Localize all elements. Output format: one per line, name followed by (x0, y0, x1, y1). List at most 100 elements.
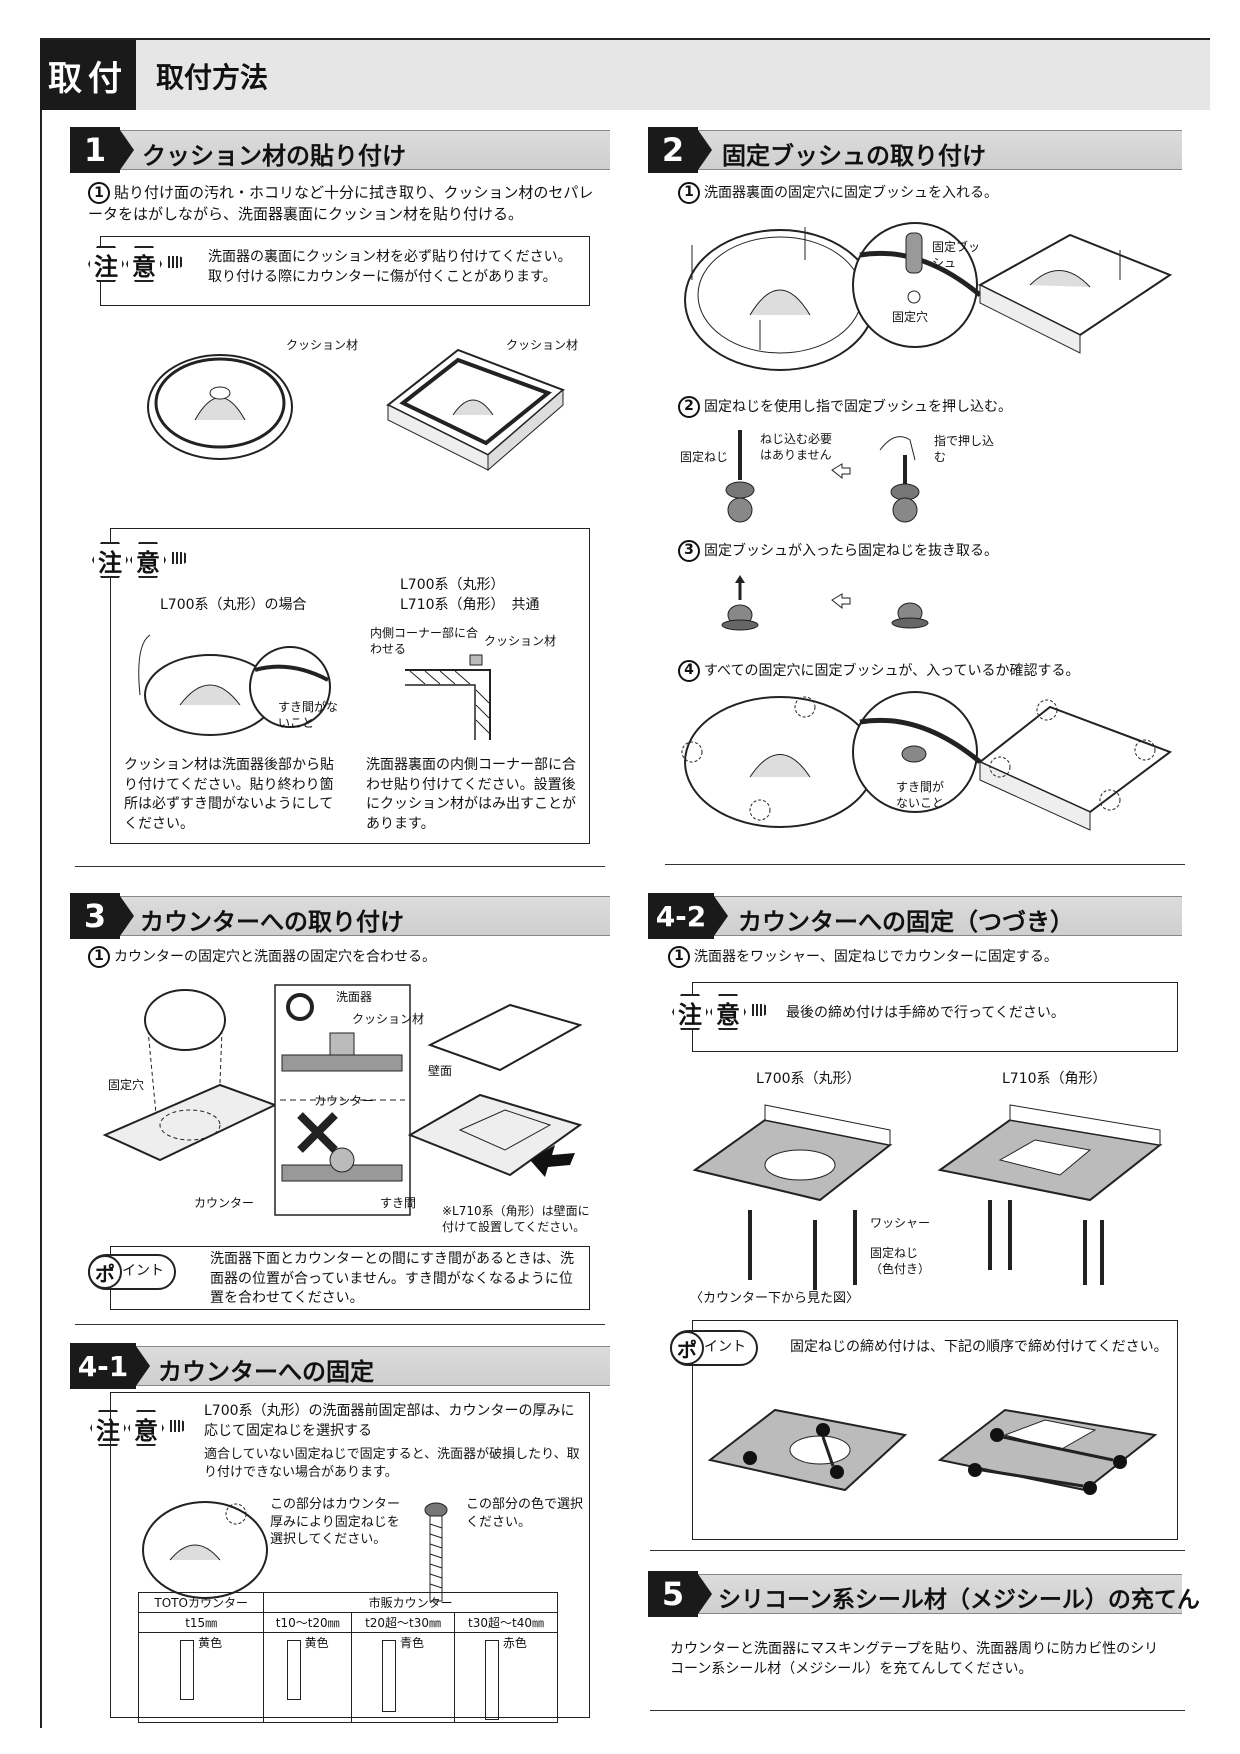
label-underside-view: 〈カウンター下から見た図〉 (690, 1291, 860, 1306)
table-cell-screw: 黄色 (137, 1632, 265, 1723)
s2-step-4-text: すべての固定穴に固定ブッシュが、入っているか確認する。 (704, 663, 1080, 679)
section-1-number: 1 (70, 127, 120, 173)
section-4-1-arrow-icon (136, 1346, 150, 1386)
step-number-icon: 2 (678, 396, 700, 418)
label-gap: すき間 (380, 1196, 417, 1210)
caution-badge: 注意 (88, 246, 162, 282)
caution-plug-icon (172, 552, 188, 564)
push-bush-illustration (725, 430, 920, 523)
section-2-arrow-icon (698, 130, 712, 170)
section-4-1-header (70, 1346, 610, 1386)
label-wall: 壁面 (428, 1064, 453, 1078)
bush-insert-illustration (684, 222, 1173, 371)
label-round-type: L700系（丸形） (756, 1071, 861, 1087)
table-col-t15: t15㎜ (137, 1612, 265, 1633)
s1-bottom-rule (75, 866, 605, 867)
caution-char: 意 (128, 1410, 164, 1446)
section-4-2-arrow-icon (714, 896, 728, 936)
bush-check-illustration (681, 691, 1173, 831)
section-5-number: 5 (648, 1571, 698, 1617)
s42-caution-box (692, 982, 1178, 1052)
label-cushion-a: クッション材 (286, 338, 359, 352)
caution-char: 注 (90, 1410, 126, 1446)
table-col-t30-40: t30超～t40㎜ (454, 1612, 558, 1633)
label-washer: ワッシャー (870, 1216, 931, 1230)
s42-point-text: 固定ねじの締め付けは、下記の順序で締め付けてください。 (790, 1339, 1168, 1355)
section-3-title: カウンターへの取り付け (140, 908, 404, 936)
label-push-with-finger: 指で押し込む (934, 434, 995, 464)
caution-badge: 注意 (90, 1410, 164, 1446)
table-header-toto: TOTOカウンター (137, 1592, 265, 1613)
s1-caution-text-1: 洗面器の裏面にクッション材を必ず貼り付けてください。取り付ける際にカウンターに傷… (208, 249, 572, 285)
tightening-order-illustration (707, 1408, 1158, 1495)
point-mark: ポ (88, 1255, 122, 1289)
section-1-arrow-icon (120, 130, 134, 170)
label-no-screwing: ねじ込む必要はありません (760, 432, 833, 462)
section-5-header (648, 1574, 1182, 1614)
label-cushion-b: クッション材 (506, 338, 579, 352)
step-number-icon: 3 (678, 540, 700, 562)
caution-plug-icon (170, 1420, 186, 1432)
label-cushion-c: クッション材 (484, 634, 557, 648)
s3-bottom-rule (75, 1324, 605, 1325)
section-3-header (70, 896, 610, 936)
caution-plug-icon (752, 1004, 768, 1016)
label-square-type: L710系（角形） (1002, 1071, 1107, 1087)
section-2-header (648, 130, 1182, 170)
step-number-icon: 1 (678, 182, 700, 204)
s3-point-text: 洗面器下面とカウンターとの間にすき間があるときは、洗面器の位置が合っていません。… (210, 1251, 574, 1307)
label-fixing-hole-3: 固定穴 (108, 1078, 145, 1092)
caution-char: 注 (672, 994, 708, 1030)
label-wall-note: ※L710系（角形）は壁面に付けて設置してください。 (442, 1204, 590, 1234)
s1-step-1-text: 貼り付け面の汚れ・ホコリなど十分に拭き取り、クッション材のセパレータをはがしなが… (88, 183, 594, 224)
page-title: 取付方法 (156, 61, 269, 94)
caution-badge: 注意 (92, 542, 166, 578)
step-number-icon: 4 (678, 660, 700, 682)
label-no-gap-2: すき間がないこと (896, 780, 945, 810)
step-number-icon: 1 (668, 946, 690, 968)
box2-right-note: 洗面器裏面の内側コーナー部に合わせ貼り付けてください。設置後にクッション材がはみ… (366, 757, 576, 832)
s41-caution-main: L700系（丸形）の洗面器前固定部は、カウンターの厚みに応じて固定ねじを選択する (204, 1403, 575, 1439)
s5-text: カウンターと洗面器にマスキングテープを貼り、洗面器周りに防カビ性のシリコーン系シ… (670, 1641, 1159, 1677)
section-4-2-number: 4-2 (648, 893, 714, 939)
label-fixing-hole: 固定穴 (892, 310, 929, 324)
section-4-2-title: カウンターへの固定（つづき） (738, 908, 1074, 936)
square-basin-illustration (386, 348, 565, 472)
point-badge: ポイント (88, 1254, 176, 1290)
step-number-icon: 1 (88, 946, 110, 968)
page-left-rule (40, 38, 42, 1728)
label-inner-corner: 内側コーナー部に合わせる (370, 626, 479, 656)
round-basin-illustration (147, 354, 293, 460)
screw-spec-table: TOTOカウンター 市販カウンター t15㎜ t10～t20㎜ t20超～t30… (137, 1592, 558, 1723)
header-tag: 取付 (40, 40, 136, 110)
caution-char: 注 (88, 246, 124, 282)
section-4-1-number: 4-1 (70, 1343, 136, 1389)
caution-char: 意 (126, 246, 162, 282)
table-cell-screw: 青色 (351, 1632, 456, 1723)
s2-bottom-rule (665, 864, 1185, 865)
caution-char: 意 (710, 994, 746, 1030)
screw-color-label: 黄色 (304, 1636, 329, 1650)
section-4-1-title: カウンターへの固定 (158, 1358, 374, 1386)
point-label: イント (122, 1263, 164, 1280)
label-select-color: この部分の色で選択ください。 (466, 1497, 584, 1530)
s42-bottom-rule (650, 1550, 1185, 1551)
box2-left-title: L700系（丸形）の場合 (160, 597, 307, 613)
label-counter: カウンター (194, 1196, 255, 1210)
screw-color-label: 青色 (399, 1636, 424, 1650)
label-fixing-screw: 固定ねじ (680, 450, 729, 464)
screw-color-label: 赤色 (502, 1636, 527, 1650)
round-basin-detail-illustration (138, 634, 331, 736)
table-col-t20-30: t20超～t30㎜ (351, 1612, 456, 1633)
s42-caution-text: 最後の締め付けは手締めで行ってください。 (786, 1005, 1065, 1021)
s41-caution-sub: 適合していない固定ねじで固定すると、洗面器が破損したり、取り付けできない場合があ… (204, 1447, 580, 1480)
s5-bottom-rule (650, 1710, 1185, 1711)
box2-right-title-1: L700系（丸形） (400, 577, 505, 593)
section-3-arrow-icon (120, 896, 134, 936)
point-badge: ポイント (670, 1330, 758, 1366)
